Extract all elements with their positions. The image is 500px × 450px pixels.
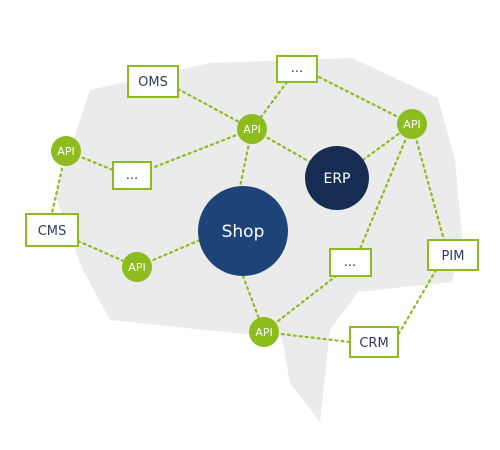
- connector-api-right-topdots: [303, 68, 414, 126]
- api-node-bottom-circle: [249, 317, 279, 347]
- api-node-left-label: API: [57, 145, 74, 158]
- api-node-bottom-label: API: [255, 326, 272, 339]
- api-node-bottom: API: [249, 317, 279, 347]
- box-oms-label: OMS: [138, 75, 168, 90]
- box-top-dots: ...: [276, 55, 318, 83]
- box-top-dots-label: ...: [291, 61, 303, 76]
- hub-shop: Shop: [198, 186, 288, 276]
- box-mid-dots-label: ...: [344, 255, 356, 270]
- connector-pim-crm: [396, 268, 438, 337]
- box-pim-frame: [427, 239, 479, 271]
- box-left-dots: ...: [112, 161, 152, 190]
- connector-api-top-shop: [238, 127, 254, 189]
- hub-erp-circle: [305, 146, 369, 210]
- box-crm: CRM: [349, 326, 399, 358]
- api-node-mid-circle: [122, 252, 152, 282]
- box-top-dots-frame: [276, 55, 318, 83]
- box-cms: CMS: [25, 213, 79, 247]
- box-pim: PIM: [427, 239, 479, 271]
- hub-shop-label: Shop: [222, 222, 265, 242]
- hub-shop-circle: [198, 186, 288, 276]
- box-left-dots-frame: [112, 161, 152, 190]
- hub-erp: ERP: [305, 146, 369, 210]
- api-node-top-circle: [237, 114, 267, 144]
- api-node-right-circle: [397, 109, 427, 139]
- api-node-right: API: [397, 109, 427, 139]
- box-mid-dots-frame: [329, 248, 372, 277]
- box-oms-frame: [127, 65, 179, 98]
- api-node-left-circle: [51, 136, 81, 166]
- api-node-mid-label: API: [128, 261, 145, 274]
- box-cms-frame: [25, 213, 79, 247]
- connector-oms-api-top: [176, 87, 254, 131]
- connector-api-right-middots: [358, 122, 414, 251]
- hub-erp-label: ERP: [323, 171, 350, 187]
- connector-api-left-cms: [50, 149, 68, 215]
- api-node-top: API: [237, 114, 267, 144]
- box-oms: OMS: [127, 65, 179, 98]
- box-pim-label: PIM: [442, 249, 465, 264]
- connector-api-top-leftdots: [150, 127, 254, 170]
- connector-api-right-pim: [410, 122, 446, 242]
- box-crm-frame: [349, 326, 399, 358]
- api-node-top-label: API: [243, 123, 260, 136]
- api-node-right-label: API: [403, 118, 420, 131]
- api-node-mid: API: [122, 252, 152, 282]
- box-cms-label: CMS: [38, 224, 67, 239]
- box-left-dots-label: ...: [126, 168, 138, 183]
- api-node-left: API: [51, 136, 81, 166]
- box-mid-dots: ...: [329, 248, 372, 277]
- box-crm-label: CRM: [359, 336, 388, 351]
